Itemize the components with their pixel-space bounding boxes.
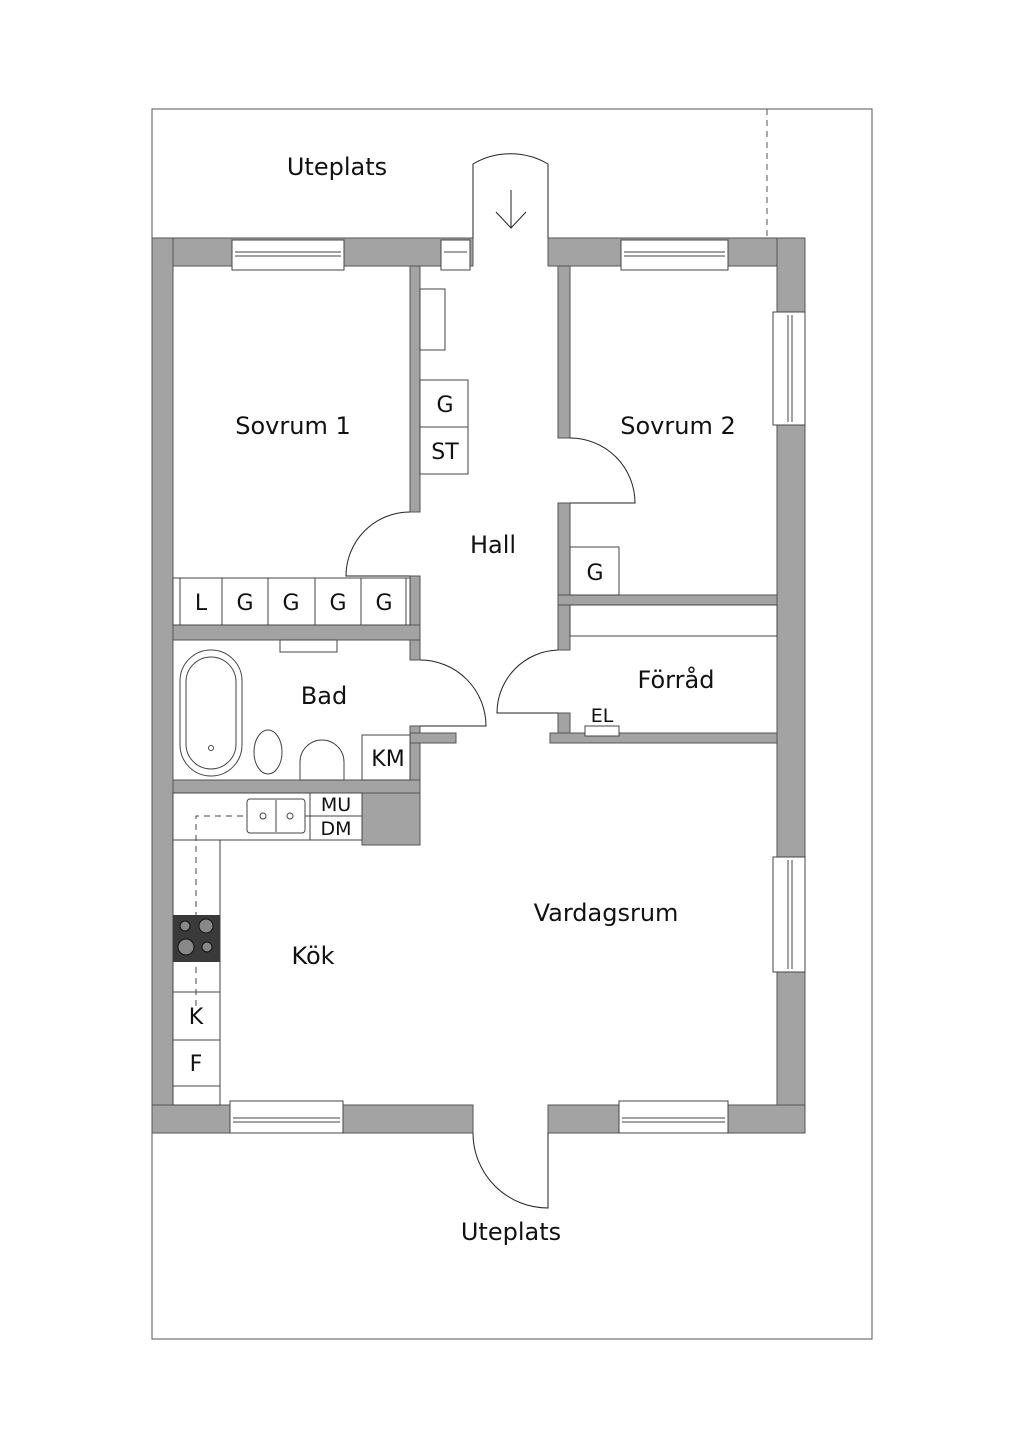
room-uteplats-bottom: Uteplats	[461, 1218, 561, 1246]
label-closet: G	[375, 591, 392, 616]
room-bad: Bad	[301, 682, 347, 710]
toilet	[253, 729, 283, 775]
room-uteplats-top: Uteplats	[287, 153, 387, 181]
sovrum1-closets	[172, 577, 411, 626]
sovrum2-closet-g	[569, 546, 620, 596]
door-forrad	[496, 649, 559, 714]
label-dm: DM	[320, 818, 351, 840]
label-closet: G	[236, 591, 253, 616]
hall-closet-g	[419, 379, 469, 428]
room-hall: Hall	[470, 531, 516, 559]
washing-machine	[361, 734, 411, 781]
label-hall-st: ST	[431, 440, 459, 465]
hall-shelf	[419, 288, 446, 351]
stove	[173, 915, 220, 962]
entrance-door	[472, 153, 549, 238]
label-hall-g: G	[436, 393, 453, 418]
bad-cabinet	[279, 639, 338, 653]
label-f: F	[190, 1052, 203, 1077]
patio-door	[472, 1132, 549, 1209]
room-sovrum2: Sovrum 2	[620, 412, 735, 440]
label-k: K	[189, 1005, 204, 1030]
doors	[345, 153, 636, 1209]
door-bad	[419, 659, 487, 727]
label-el: EL	[591, 705, 614, 727]
terrace-outline	[151, 108, 873, 1340]
room-vardagsrum: Vardagsrum	[534, 899, 679, 927]
door-sovrum2	[569, 437, 636, 504]
label-sovrum2-g: G	[586, 561, 603, 586]
room-kok: Kök	[291, 942, 334, 970]
windows	[229, 239, 806, 1134]
label-mu: MU	[321, 794, 351, 816]
electrical-panel	[584, 725, 620, 737]
room-forrad: Förråd	[638, 665, 715, 694]
bathroom-sink	[299, 739, 345, 781]
room-sovrum1: Sovrum 1	[235, 412, 350, 440]
label-km: KM	[371, 747, 404, 772]
forrad-shelf	[569, 604, 778, 637]
hall-closet-st	[419, 426, 469, 475]
label-closet: G	[329, 591, 346, 616]
entrance-arrow-icon	[495, 190, 527, 229]
label-closet: G	[282, 591, 299, 616]
label-closet: L	[195, 591, 208, 616]
door-sovrum1	[345, 511, 411, 577]
